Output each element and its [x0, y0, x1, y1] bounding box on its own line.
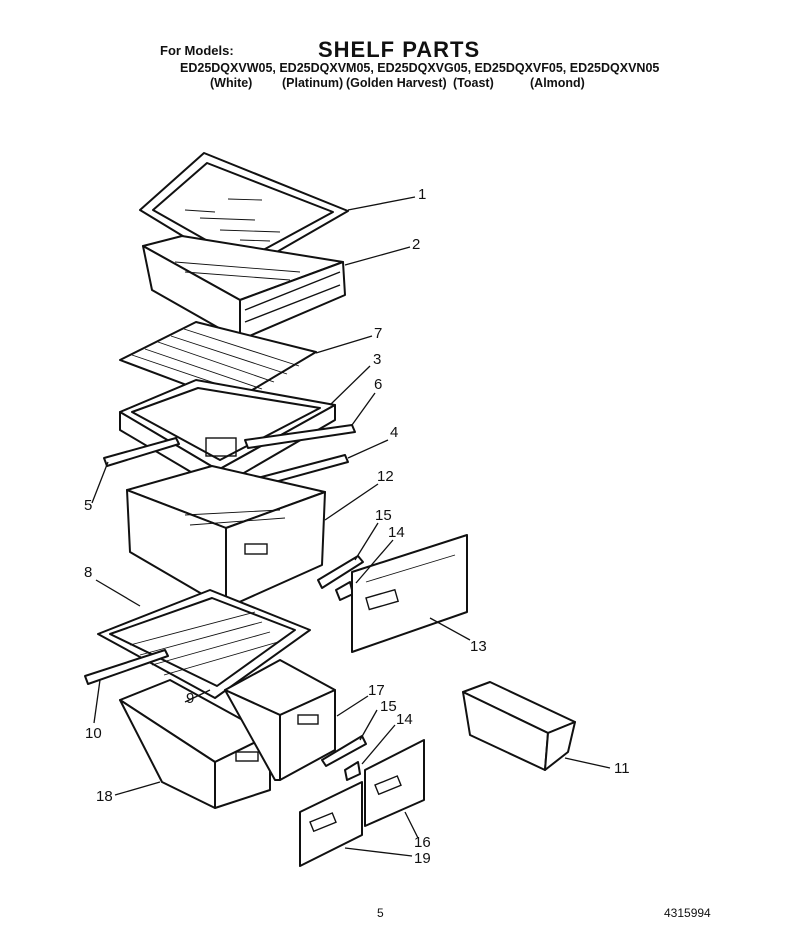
deli-drawer: [126, 465, 326, 609]
left-drawer-front: [299, 781, 363, 867]
door-bin: [462, 681, 576, 771]
page-title: SHELF PARTS: [318, 37, 481, 62]
document-number: 4315994: [664, 906, 711, 920]
for-models-label: For Models:: [160, 43, 234, 58]
color-golden-harvest: (Golden Harvest): [346, 76, 447, 90]
callout-16: 16: [414, 834, 431, 851]
callout-3: 3: [373, 351, 382, 368]
drawer-clips-lower: [321, 735, 367, 781]
callout-11: 11: [614, 760, 630, 777]
left-slide: [84, 649, 169, 685]
callout-8: 8: [84, 564, 93, 581]
right-drawer-front: [364, 739, 425, 827]
shelf-frame: [119, 379, 336, 489]
page-number: 5: [377, 906, 384, 920]
callout-13: 13: [470, 638, 487, 655]
callout-10: 10: [85, 725, 102, 742]
callout-15-upper: 15: [375, 507, 392, 524]
leader-lines: [91, 196, 611, 857]
callout-4: 4: [390, 424, 399, 441]
callout-7: 7: [374, 325, 383, 342]
callout-14-lower: 14: [396, 711, 413, 728]
callout-5: 5: [84, 497, 93, 514]
crisper-cover: [97, 589, 311, 699]
callout-1: 1: [418, 186, 427, 203]
color-white: (White): [210, 76, 253, 90]
model-numbers: ED25DQXVW05, ED25DQXVM05, ED25DQXVG05, E…: [180, 61, 660, 75]
callout-12: 12: [377, 468, 394, 485]
color-platinum: (Platinum): [282, 76, 344, 90]
callout-15-lower: 15: [380, 698, 397, 715]
callout-6: 6: [374, 376, 383, 393]
callout-14-upper: 14: [388, 524, 405, 541]
crisper-pan: [142, 235, 346, 341]
drawer-front: [351, 534, 468, 653]
right-crisper-bin: [224, 659, 336, 781]
callout-19: 19: [414, 850, 431, 867]
color-almond: (Almond): [530, 76, 585, 90]
callout-18: 18: [96, 788, 113, 805]
left-crisper-bin: [119, 679, 271, 809]
color-toast: (Toast): [453, 76, 494, 90]
callout-9: 9: [186, 690, 195, 707]
callout-2: 2: [412, 236, 421, 253]
callout-17: 17: [368, 682, 385, 699]
